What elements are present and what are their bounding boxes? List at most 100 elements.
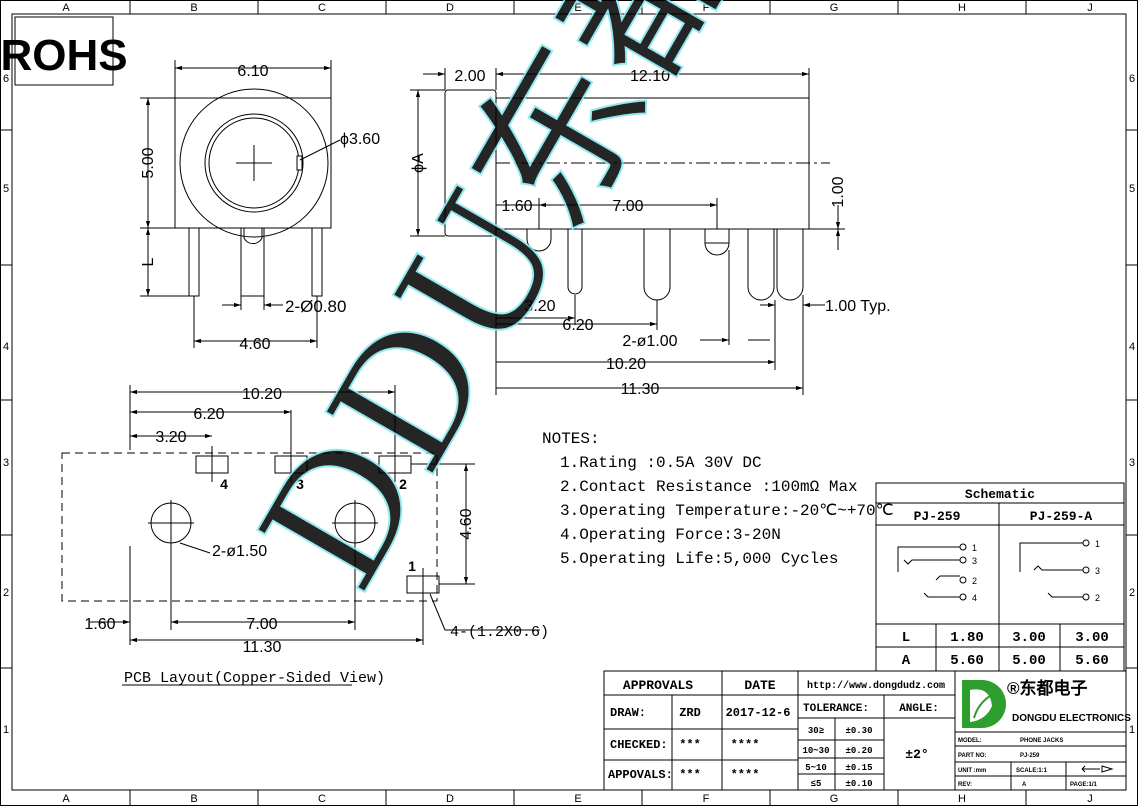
pcb-pad-label-4: 4 xyxy=(220,476,228,492)
tb-draw-name: ZRD xyxy=(679,706,701,720)
row-label-left-6: 6 xyxy=(3,73,9,85)
pcb-dim-4-60: 4.60 xyxy=(458,508,475,539)
column-label-top-E: E xyxy=(574,2,581,14)
column-label-top-G: G xyxy=(830,2,839,14)
side-pin-4 xyxy=(704,229,730,256)
column-label-bottom-C: C xyxy=(318,793,326,805)
tb-draw-label: DRAW: xyxy=(610,706,646,720)
note-1: 1.Rating :0.5A 30V DC xyxy=(560,454,762,472)
front-dim-l: L xyxy=(140,257,157,266)
schematic-left-pin-1: 1 xyxy=(972,543,977,553)
tb-checked-label: CHECKED: xyxy=(610,738,668,752)
side-pin-6 xyxy=(776,229,804,301)
schematic-title: Schematic xyxy=(965,487,1035,502)
row-label-right-1: 1 xyxy=(1129,724,1135,736)
column-label-bottom-D: D xyxy=(446,793,454,805)
front-outer-ring xyxy=(179,88,329,238)
schematic-col2: PJ-259-A xyxy=(1030,509,1093,524)
column-label-top-H: H xyxy=(958,2,966,14)
schematic-right-pin-1: 1 xyxy=(1095,539,1100,549)
schematic-row-a-label: A xyxy=(902,653,911,669)
column-label-top-D: D xyxy=(446,2,454,14)
schematic-row-l-v3: 3.00 xyxy=(1075,630,1109,646)
front-dim-hole: ϕ3.60 xyxy=(340,131,380,148)
schematic-left-pin-3: 3 xyxy=(972,556,977,566)
tb-appovals-name: *** xyxy=(679,768,701,782)
front-dim-width: 6.10 xyxy=(237,63,268,80)
tb-page: PAGE:1/1 xyxy=(1070,782,1098,788)
column-label-top-C: C xyxy=(318,2,326,14)
side-dim-front: 2.00 xyxy=(454,68,485,85)
tb-rev-label: REV: xyxy=(958,782,972,788)
column-label-bottom-F: F xyxy=(703,793,710,805)
pcb-dim-3-20: 3.20 xyxy=(155,429,186,446)
column-label-bottom-B: B xyxy=(190,793,197,805)
tb-tol-range-1: 30≥ xyxy=(808,726,824,736)
schematic-row-l-v1: 1.80 xyxy=(950,630,984,646)
tb-tol-range-4: ≤5 xyxy=(811,779,822,789)
tb-model-label: MODEL: xyxy=(958,738,982,744)
column-label-bottom-G: G xyxy=(830,793,839,805)
tb-tol-value-1: ±0.30 xyxy=(845,726,872,736)
pcb-dim-1-60: 1.60 xyxy=(84,616,115,633)
side-dim-e: 11.30 xyxy=(621,381,660,398)
pcb-dim-pads: 4-(1.2X0.6) xyxy=(450,624,549,641)
row-label-left-2: 2 xyxy=(3,587,9,599)
tb-company-en: DONGDU ELECTRONICS xyxy=(1012,713,1131,724)
side-dim-pin-dia: 1.00 Typ. xyxy=(825,298,891,315)
schematic-row-a-v1: 5.60 xyxy=(950,653,984,669)
tb-draw-date: 2017-12-6 xyxy=(726,706,791,720)
column-label-top-J: J xyxy=(1087,2,1093,14)
tb-tol-range-3: 5~10 xyxy=(805,763,827,773)
side-dim-span: 7.00 xyxy=(612,198,643,215)
schematic-table xyxy=(875,482,1125,672)
note-5: 5.Operating Life:5,000 Cycles xyxy=(560,550,838,568)
row-label-left-5: 5 xyxy=(3,183,9,195)
pcb-layout xyxy=(61,385,540,686)
tb-part: PJ-259 xyxy=(1020,753,1040,759)
tb-model: PHONE JACKS xyxy=(1020,738,1063,744)
column-label-top-F: F xyxy=(703,2,710,14)
schematic-row-l-label: L xyxy=(902,630,910,646)
tb-tol-range-2: 10~30 xyxy=(802,746,829,756)
side-dim-diameter: ϕA xyxy=(410,153,427,173)
tb-tol-value-2: ±0.20 xyxy=(845,746,872,756)
row-label-left-3: 3 xyxy=(3,457,9,469)
tb-tol-value-3: ±0.15 xyxy=(845,763,872,773)
tb-tolerance: TOLERANCE: xyxy=(803,703,869,715)
side-dim-d: 10.20 xyxy=(606,356,646,373)
inner-border xyxy=(11,13,1127,791)
schematic-right-pin-2: 2 xyxy=(1095,593,1100,603)
column-label-top-B: B xyxy=(190,2,197,14)
schematic-left-pin-4: 4 xyxy=(972,593,977,603)
note-3: 3.Operating Temperature:-20℃~+70℃ xyxy=(560,502,894,520)
tb-appovals-label: APPOVALS: xyxy=(608,768,673,782)
schematic-right-pin-3: 3 xyxy=(1095,566,1100,576)
pcb-pad-label-3: 3 xyxy=(296,476,304,492)
front-center-pin xyxy=(240,227,265,297)
row-label-left-1: 1 xyxy=(3,724,9,736)
note-2: 2.Contact Resistance :100mΩ Max xyxy=(560,478,858,496)
pcb-pad-label-1: 1 xyxy=(408,558,416,574)
column-label-bottom-E: E xyxy=(574,793,581,805)
tb-angle-value: ±2° xyxy=(905,747,928,762)
note-4: 4.Operating Force:3-20N xyxy=(560,526,781,544)
front-pin-left xyxy=(188,227,200,297)
schematic-col1: PJ-259 xyxy=(914,509,961,524)
tb-angle: ANGLE: xyxy=(899,703,939,715)
tb-part-label: PART NO: xyxy=(958,753,987,759)
schematic-row-a-v2: 5.00 xyxy=(1012,653,1046,669)
front-inner-ring xyxy=(204,113,304,213)
pcb-dim-6-20: 6.20 xyxy=(193,406,224,423)
side-pin-1 xyxy=(526,229,552,252)
column-label-top-A: A xyxy=(62,2,70,14)
side-pin-5 xyxy=(747,229,775,301)
tb-scale: SCALE:1:1 xyxy=(1016,768,1048,774)
side-dim-a: 3.20 xyxy=(524,298,555,315)
side-dim-b: 6.20 xyxy=(562,317,593,334)
tb-checked-date: **** xyxy=(731,738,760,752)
